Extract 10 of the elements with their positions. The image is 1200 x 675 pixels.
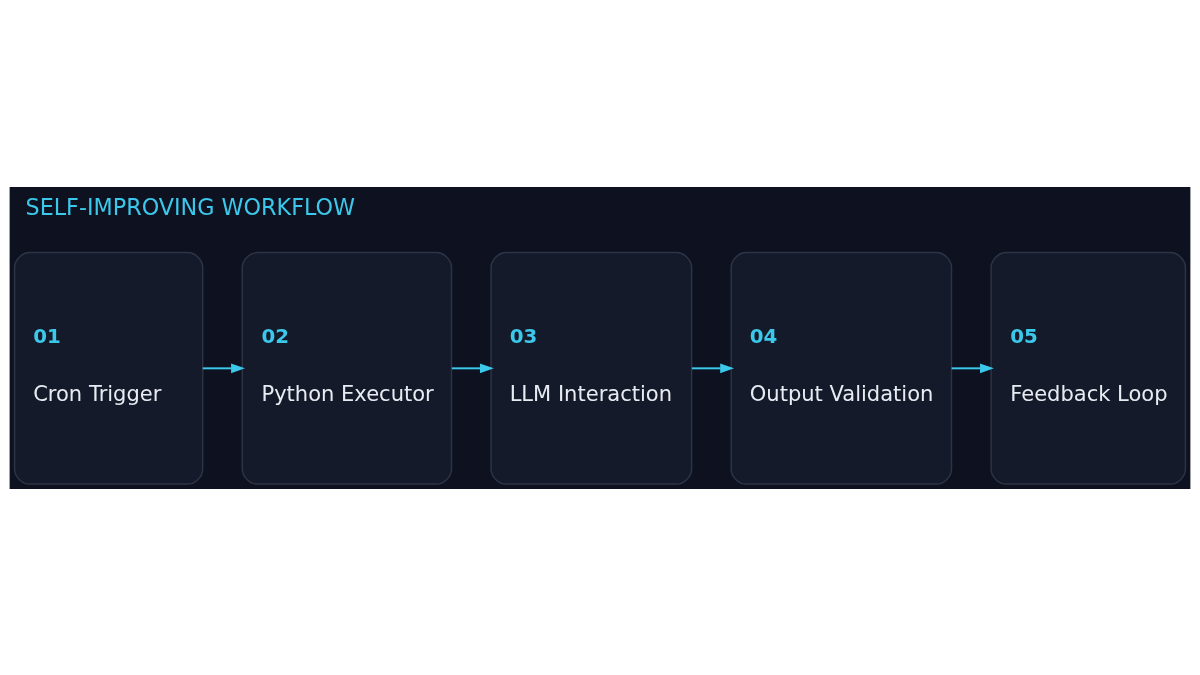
arrow [950, 362, 994, 373]
node-box: 04 Output Validation [730, 251, 953, 485]
arrow [690, 362, 735, 373]
node-box: 01 Cron Trigger [13, 251, 204, 485]
node-box: 03 LLM Interaction [490, 251, 693, 485]
arrow [450, 362, 494, 373]
node-box: 02 Python Executor [241, 251, 453, 485]
arrow [201, 362, 245, 373]
diagram-title: SELF-IMPROVING WORKFLOW [25, 193, 356, 220]
node-box: 05 Feedback Loop [990, 251, 1187, 485]
